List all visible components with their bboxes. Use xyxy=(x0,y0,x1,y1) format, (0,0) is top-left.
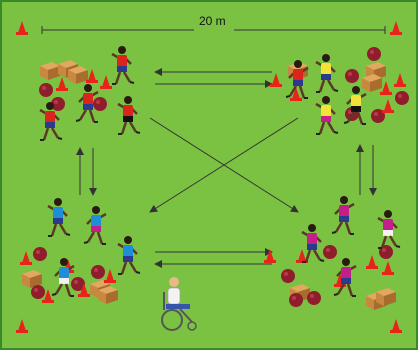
ball-icon xyxy=(395,91,409,105)
ball-icon xyxy=(323,245,337,259)
ball-icon xyxy=(93,97,107,111)
ball-icon xyxy=(367,47,381,61)
ball-icon xyxy=(345,69,359,83)
distance-label: 20 m xyxy=(199,14,226,28)
ball-icon xyxy=(33,247,47,261)
ball-icon xyxy=(91,265,105,279)
ball-icon xyxy=(289,293,303,307)
ball-icon xyxy=(307,291,321,305)
ball-icon xyxy=(281,269,295,283)
ball-icon xyxy=(39,83,53,97)
ball-icon xyxy=(31,285,45,299)
